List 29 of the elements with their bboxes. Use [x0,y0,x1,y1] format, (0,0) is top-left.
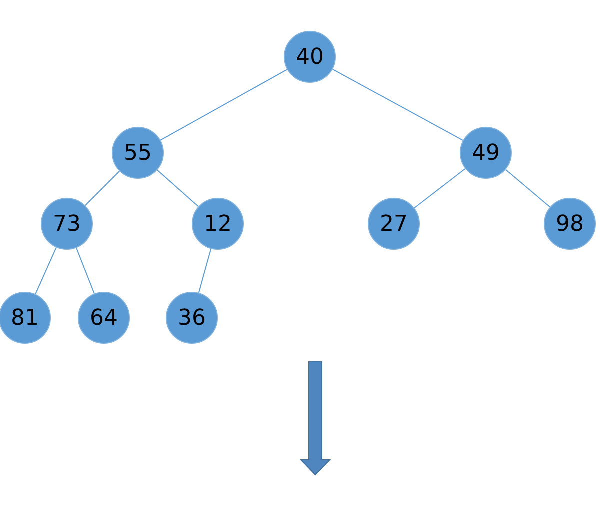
tree-edge [160,69,288,141]
tree-edge [156,170,200,208]
node-value: 98 [556,212,584,236]
tree-node-circle [0,292,51,344]
node-value: 81 [11,306,39,330]
tree-node-circle [192,198,244,250]
tree-edge [76,248,95,294]
tree-node-circle [368,198,420,250]
tree-node-circle [544,198,596,250]
node-value: 27 [380,212,408,236]
tree-edge [84,170,120,206]
tree-node-circle [112,127,164,179]
tree-node-circle [284,31,336,83]
tree-edge [332,68,464,142]
tree-node-circle [41,198,93,250]
tree-edge [414,168,466,209]
node-value: 40 [296,44,324,70]
node-value: 12 [204,212,232,236]
tree-node-circle [460,127,512,179]
node-value: 55 [124,140,152,166]
tree-edge [505,169,551,208]
tree-node-circle [78,292,130,344]
tree-node-circle [166,292,218,344]
node-value: 73 [53,212,81,236]
node-value: 64 [90,306,118,330]
tree-edge [35,247,57,295]
tree-edge [198,248,212,294]
node-value: 49 [472,140,500,166]
node-value: 36 [178,306,206,330]
